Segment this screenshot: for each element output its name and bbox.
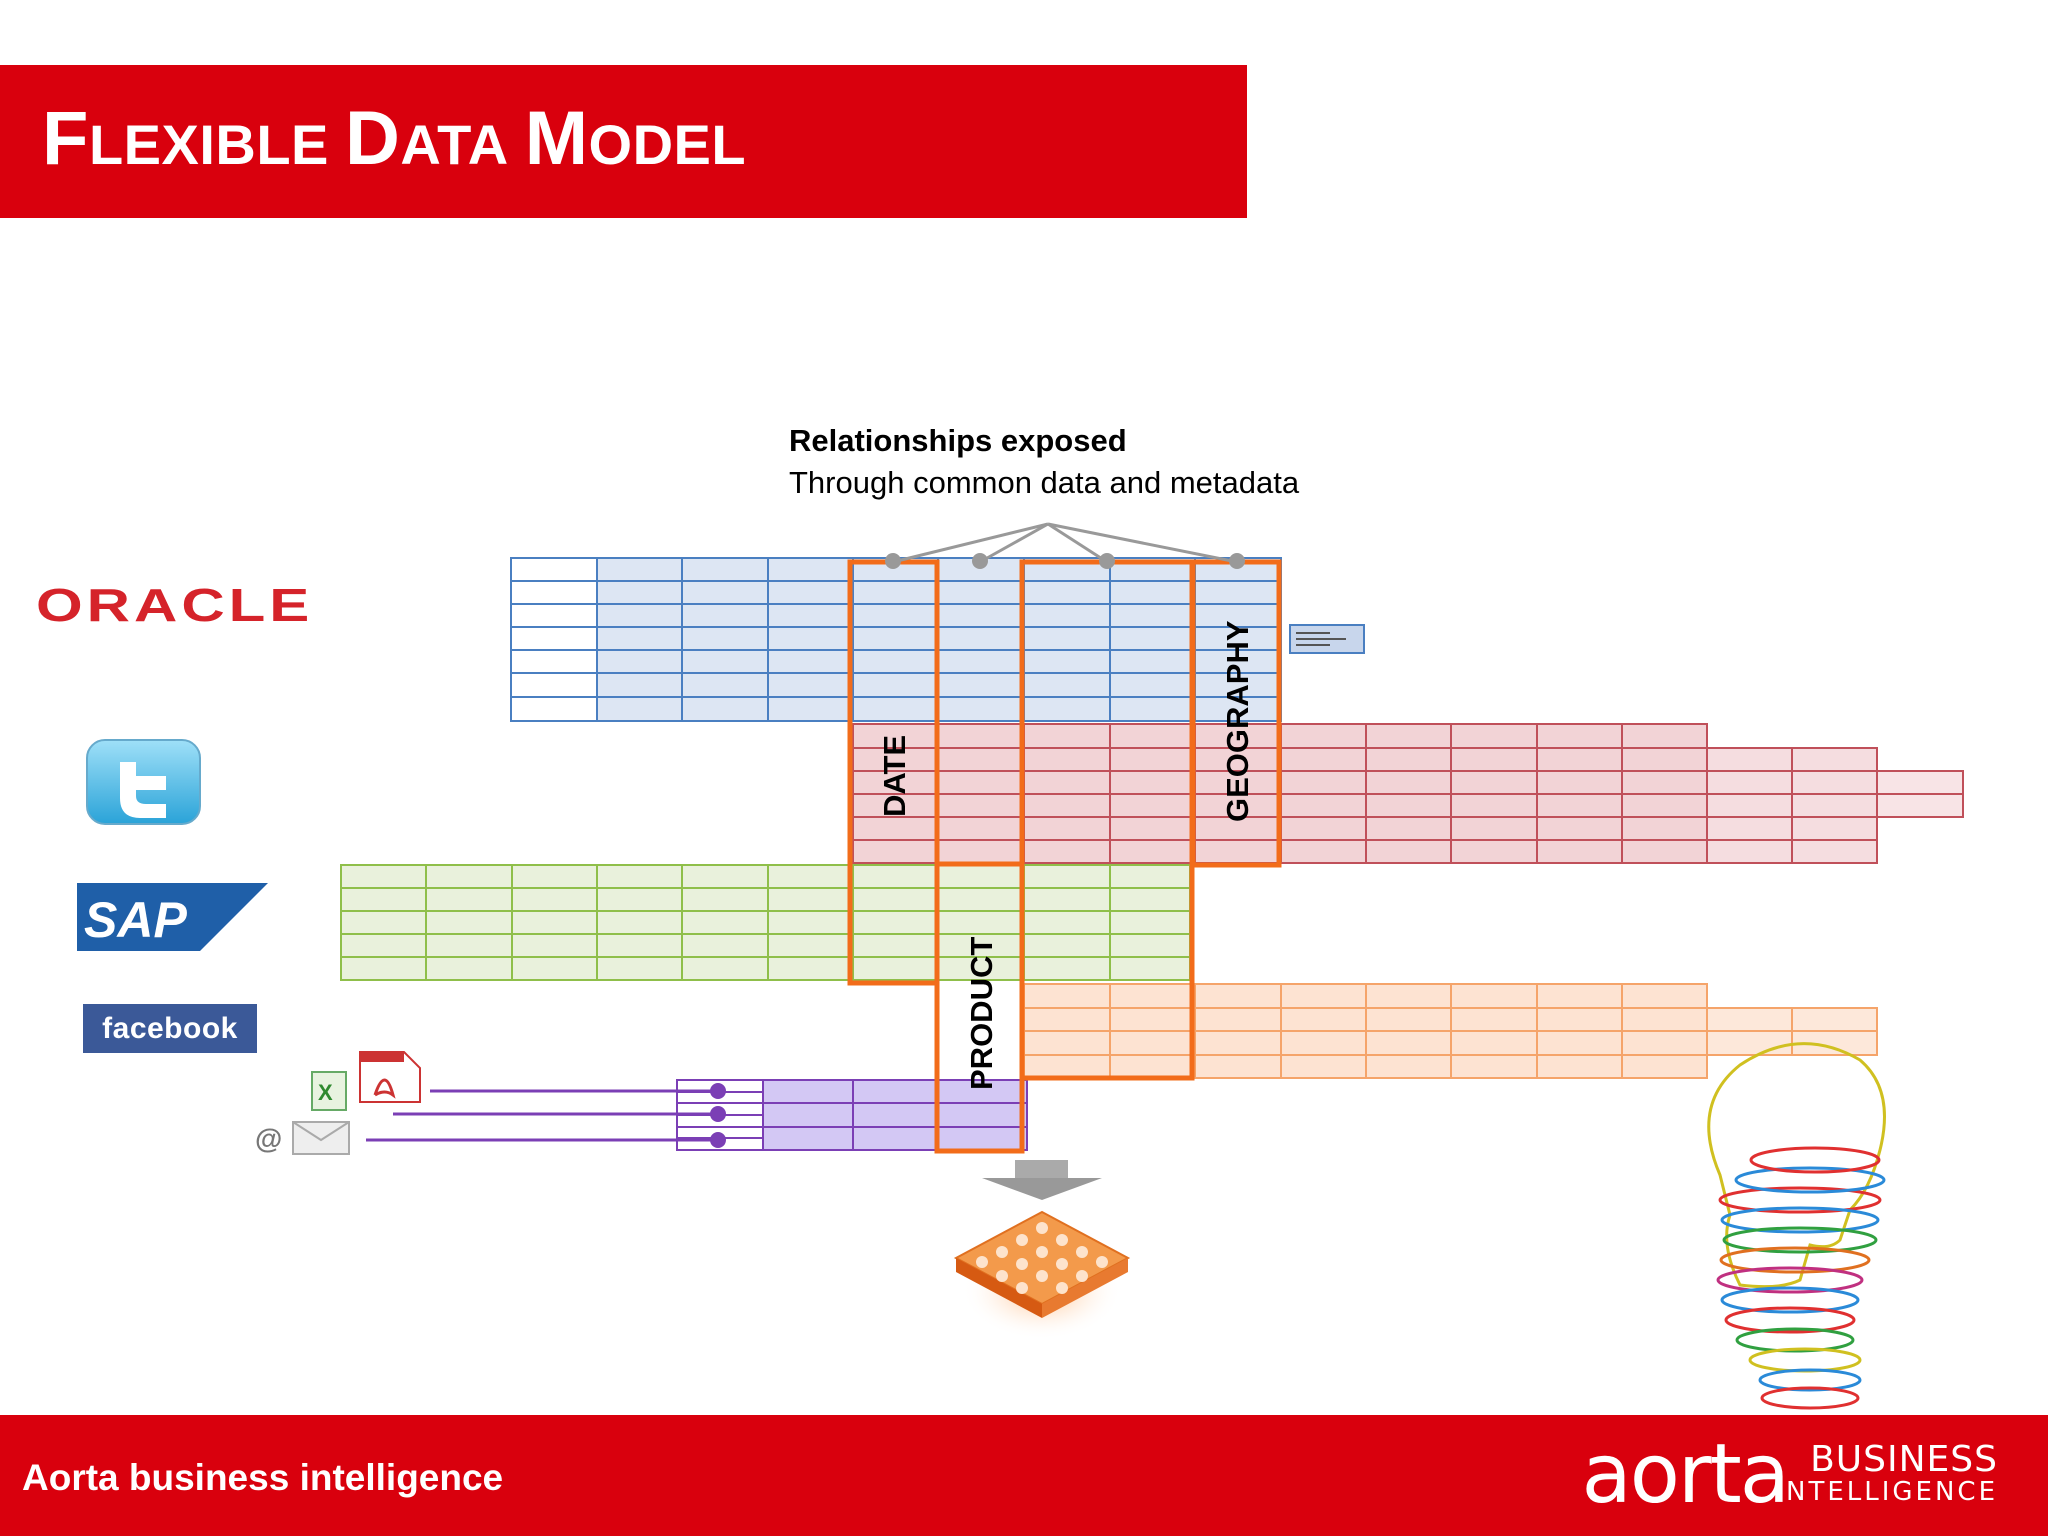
footer-bar: Aorta business intelligence aorta BUSINE… [0,1415,2048,1536]
title-bar: FLEXIBLE DATA MODEL [0,65,1247,218]
down-arrow-icon [982,1160,1102,1200]
brand-sub-text-2: INTELLIGENCE [1775,1477,1998,1507]
sap-table [340,864,1191,981]
brand-sub-text-1: BUSINESS [1810,1439,1998,1480]
brand-main-text: aorta [1581,1427,1790,1522]
svg-text:SAP: SAP [84,892,187,948]
relationships-annotation: Relationships exposed Through common dat… [789,420,1299,504]
excel-icon: X [311,1071,347,1111]
files-table [366,1079,1028,1151]
aorta-brand-logo: aorta BUSINESS INTELLIGENCE [1558,1427,1998,1522]
twitter-logo [86,739,201,825]
data-cube-icon [953,1210,1131,1340]
pdf-icon [359,1051,421,1103]
date-label: DATE [877,735,912,817]
annotation-subtitle: Through common data and metadata [789,465,1300,500]
head-illustration [1707,1042,1886,1410]
email-icon: @ [255,1121,350,1155]
annotation-title: Relationships exposed [789,423,1127,458]
sap-logo: SAP [77,883,268,951]
data-model-diagram: DATE PRODUCT GEOGRAPHY SAP X @ [77,522,1964,1410]
svg-text:X: X [318,1080,333,1105]
page-title: FLEXIBLE DATA MODEL [42,96,747,181]
connector-dots [885,553,1245,569]
oracle-logo: ORACLE [36,578,314,632]
footer-text: Aorta business intelligence [22,1457,504,1498]
svg-text:@: @ [255,1123,282,1154]
facebook-logo: facebook [83,1004,257,1053]
facebook-table [1023,983,1878,1079]
twitter-table [852,723,1964,864]
geography-label: GEOGRAPHY [1220,620,1255,822]
product-label: PRODUCT [964,937,999,1090]
relationship-connectors [892,522,1238,564]
oracle-table [510,557,1365,722]
